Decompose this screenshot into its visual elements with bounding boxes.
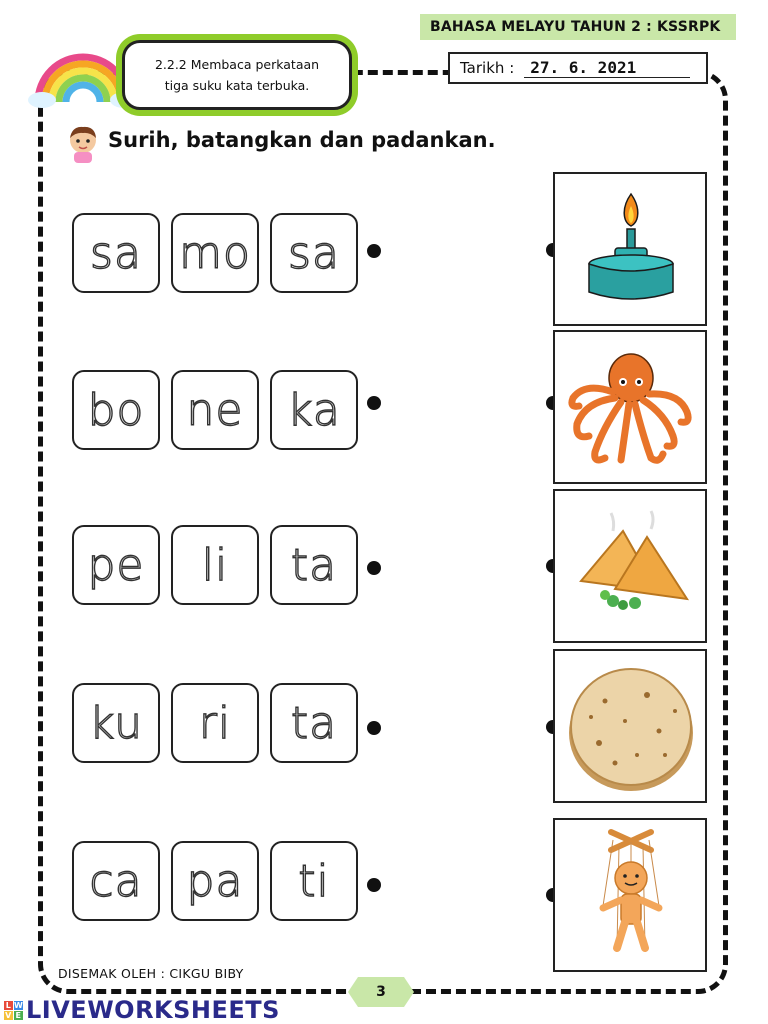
chapati-capati-icon: [569, 668, 693, 791]
match-dot-left[interactable]: [367, 721, 381, 735]
syllable-box[interactable]: sa: [72, 213, 160, 293]
syllable-box[interactable]: ca: [72, 841, 160, 921]
match-dot-left[interactable]: [367, 878, 381, 892]
word-row-5: ca pa ti: [72, 841, 358, 921]
subject-header: BAHASA MELAYU TAHUN 2 : KSSRPK: [420, 14, 736, 40]
syllable-box[interactable]: pa: [171, 841, 259, 921]
learning-standard-box: 2.2.2 Membaca perkataan tiga suku kata t…: [122, 40, 352, 110]
word-row-2: bo ne ka: [72, 370, 358, 450]
standard-line-1: 2.2.2 Membaca perkataan: [154, 57, 320, 72]
syllable-box[interactable]: ne: [171, 370, 259, 450]
picture-box-4[interactable]: [553, 649, 707, 803]
puppet-boneka-icon: [599, 829, 663, 952]
date-value[interactable]: 27. 6. 2021: [524, 58, 691, 78]
date-field[interactable]: Tarikh : 27. 6. 2021: [448, 52, 708, 84]
syllable-box[interactable]: ta: [270, 525, 358, 605]
syllable-box[interactable]: sa: [270, 213, 358, 293]
standard-line-2: tiga suku kata terbuka.: [164, 78, 310, 93]
instruction-text: Surih, batangkan dan padankan.: [108, 128, 496, 152]
syllable-box[interactable]: ri: [171, 683, 259, 763]
brand-name: LIVEWORKSHEETS: [26, 996, 280, 1024]
syllable-box[interactable]: ti: [270, 841, 358, 921]
picture-box-5[interactable]: [553, 818, 707, 972]
word-row-3: pe li ta: [72, 525, 358, 605]
child-avatar-icon: [64, 124, 102, 168]
syllable-box[interactable]: ka: [270, 370, 358, 450]
picture-box-1[interactable]: [553, 172, 707, 326]
date-label: Tarikh :: [460, 59, 515, 77]
picture-box-3[interactable]: [553, 489, 707, 643]
syllable-box[interactable]: li: [171, 525, 259, 605]
octopus-kurita-icon: [568, 353, 692, 464]
page-number: 3: [376, 984, 386, 1000]
page-number-badge: 3: [346, 975, 416, 1009]
picture-box-2[interactable]: [553, 330, 707, 484]
syllable-box[interactable]: bo: [72, 370, 160, 450]
syllable-box[interactable]: pe: [72, 525, 160, 605]
word-row-1: sa mo sa: [72, 213, 358, 293]
oil-lamp-pelita-icon: [588, 192, 674, 300]
match-dot-left[interactable]: [367, 244, 381, 258]
match-dot-left[interactable]: [367, 561, 381, 575]
syllable-box[interactable]: ta: [270, 683, 358, 763]
syllable-box[interactable]: ku: [72, 683, 160, 763]
syllable-box[interactable]: mo: [171, 213, 259, 293]
match-dot-left[interactable]: [367, 396, 381, 410]
word-row-4: ku ri ta: [72, 683, 358, 763]
checked-by-label: DISEMAK OLEH : CIKGU BIBY: [58, 966, 244, 981]
samosa-icon: [579, 510, 690, 610]
